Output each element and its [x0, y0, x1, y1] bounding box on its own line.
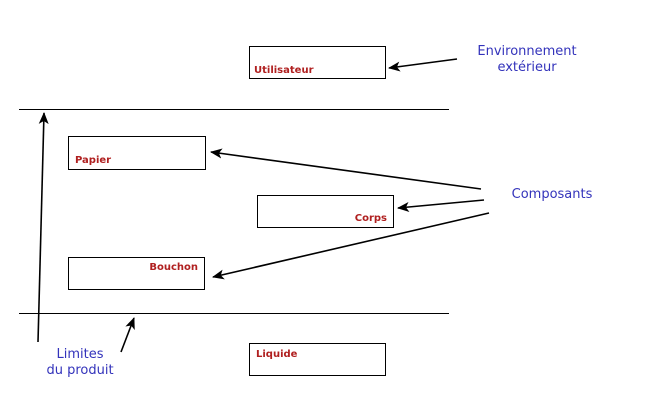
corps-box: Corps — [257, 195, 394, 228]
arrow-composants-to-corps — [397, 199, 485, 212]
arrow-environnement-to-utilisateur — [388, 58, 458, 72]
corps-label: Corps — [354, 213, 387, 224]
limites-line-2: du produit — [46, 363, 114, 378]
environnement-line-1: Environnement — [477, 44, 577, 59]
liquide-label: Liquide — [256, 349, 298, 360]
arrow-limites-upper — [37, 112, 49, 343]
environnement-exterieur-annotation: Environnement extérieur — [466, 44, 588, 76]
papier-label: Papier — [75, 155, 112, 166]
bouchon-label: Bouchon — [149, 262, 198, 273]
papier-box: Papier — [68, 136, 206, 170]
limites-line-1: Limites — [56, 347, 104, 362]
utilisateur-box: Utilisateur — [249, 46, 386, 79]
lower-boundary-line — [19, 313, 449, 314]
limites-du-produit-annotation: Limites du produit — [34, 347, 126, 379]
bouchon-box: Bouchon — [68, 257, 205, 290]
liquide-box: Liquide — [249, 343, 386, 376]
arrow-composants-to-papier — [210, 148, 482, 190]
arrow-limites-lower — [120, 317, 135, 353]
utilisateur-label: Utilisateur — [254, 65, 314, 76]
upper-boundary-line — [19, 109, 449, 110]
arrow-composants-to-bouchon — [212, 212, 490, 280]
composants-annotation: Composants — [511, 187, 593, 202]
environnement-line-2: extérieur — [497, 60, 557, 75]
